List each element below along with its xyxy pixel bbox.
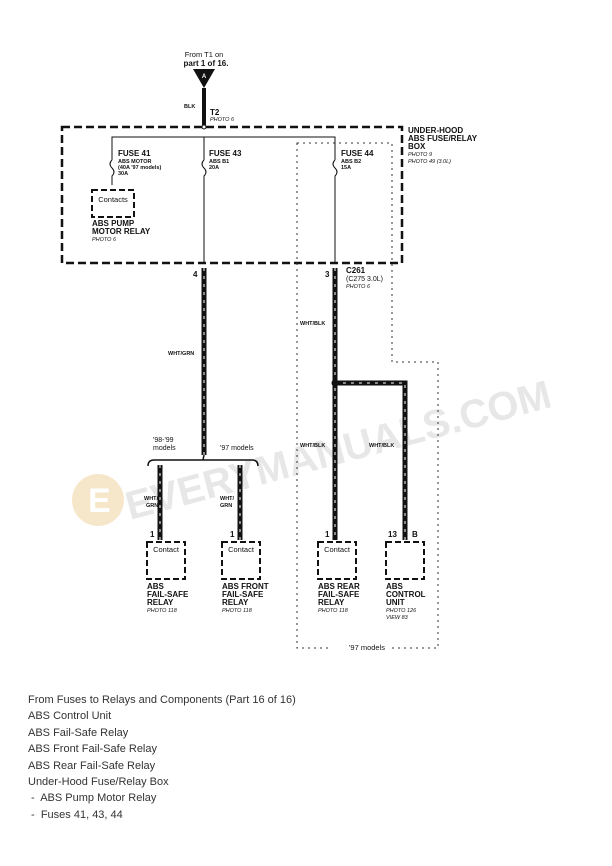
svg-text:ABS FRONT: ABS FRONT xyxy=(222,582,269,591)
svg-text:Contact: Contact xyxy=(228,545,255,554)
abs-control-unit: 13 B ABS CONTROL UNIT PHOTO 126 VIEW 83 xyxy=(385,530,426,621)
wire-color: GRN xyxy=(220,503,232,509)
svg-text:20A: 20A xyxy=(209,165,219,171)
connector-label: C261 xyxy=(346,266,366,275)
caption-item: ABS Front Fail-Safe Relay xyxy=(28,743,157,756)
abs-front-fail-safe-relay: 1 Contact ABS FRONT FAIL-SAFE RELAY PHOT… xyxy=(221,530,269,614)
models-label: '97 models xyxy=(349,643,385,652)
connector-alt: (C275 3.0L) xyxy=(346,276,383,283)
fuse-41: FUSE 41 ABS MOTOR (40A '97 models) 30A xyxy=(109,149,161,185)
source-label: From T1 on xyxy=(185,50,224,59)
svg-text:RELAY: RELAY xyxy=(147,598,174,607)
svg-text:FUSE 44: FUSE 44 xyxy=(341,149,374,158)
wire-color: WHT/GRN xyxy=(168,351,194,357)
svg-text:Contact: Contact xyxy=(324,545,351,554)
svg-text:PHOTO 126: PHOTO 126 xyxy=(386,608,417,614)
wire-color: BLK xyxy=(184,104,195,110)
wiring-diagram: E EVERYMANUALS.COM From T1 on part 1 of … xyxy=(60,50,556,652)
svg-text:ABS: ABS xyxy=(386,582,404,591)
svg-text:RELAY: RELAY xyxy=(318,598,345,607)
svg-text:PHOTO 6: PHOTO 6 xyxy=(92,237,117,243)
watermark: E EVERYMANUALS.COM xyxy=(72,373,556,529)
svg-text:VIEW 83: VIEW 83 xyxy=(386,615,409,621)
box-photo: PHOTO 9 xyxy=(408,152,432,158)
connector-a-icon xyxy=(193,69,215,88)
svg-text:FUSE 41: FUSE 41 xyxy=(118,149,151,158)
box-title: ABS FUSE/RELAY xyxy=(408,134,478,143)
fuse-43: FUSE 43 ABS B1 20A xyxy=(201,149,242,262)
svg-text:EVERYMANUALS.COM: EVERYMANUALS.COM xyxy=(121,373,556,529)
box-title: BOX xyxy=(408,142,426,151)
terminal-photo: PHOTO 6 xyxy=(210,117,235,123)
fuse-box-outline xyxy=(60,125,404,265)
svg-text:ABS B2: ABS B2 xyxy=(341,159,361,165)
wire-color: GRN xyxy=(146,503,158,509)
svg-text:ABS REAR: ABS REAR xyxy=(318,582,360,591)
svg-text:30A: 30A xyxy=(118,171,128,177)
abs-rear-fail-safe-relay: 1 Contact ABS REAR FAIL-SAFE RELAY PHOTO… xyxy=(317,530,360,614)
svg-text:FAIL-SAFE: FAIL-SAFE xyxy=(147,590,189,599)
svg-text:PHOTO 118: PHOTO 118 xyxy=(147,608,178,614)
caption-title: From Fuses to Relays and Components (Par… xyxy=(28,694,296,706)
caption-item: ABS Rear Fail-Safe Relay xyxy=(28,759,156,772)
svg-text:13: 13 xyxy=(388,530,397,539)
pin-label: 3 xyxy=(325,270,330,279)
svg-text:B: B xyxy=(412,530,418,539)
svg-text:ABS PUMP: ABS PUMP xyxy=(92,219,135,228)
wire-color: WHT/BLK xyxy=(300,443,325,449)
97-models-region xyxy=(296,142,439,649)
svg-text:(40A '97 models): (40A '97 models) xyxy=(118,165,161,171)
model-bracket xyxy=(147,454,259,467)
wire-color: WHT/ xyxy=(144,496,159,502)
connector-a-label: A xyxy=(202,74,207,80)
caption-item: - Fuses 41, 43, 44 xyxy=(28,808,123,821)
models-label: '97 models xyxy=(220,445,254,452)
svg-text:ABS MOTOR: ABS MOTOR xyxy=(118,159,152,165)
svg-text:FAIL-SAFE: FAIL-SAFE xyxy=(318,590,360,599)
svg-text:FUSE 43: FUSE 43 xyxy=(209,149,242,158)
caption-item: ABS Fail-Safe Relay xyxy=(28,726,129,739)
svg-text:1: 1 xyxy=(150,530,155,539)
svg-text:15A: 15A xyxy=(341,165,351,171)
svg-text:FAIL-SAFE: FAIL-SAFE xyxy=(222,590,264,599)
abs-pump-motor-relay: Contacts ABS PUMP MOTOR RELAY PHOTO 6 xyxy=(91,189,151,243)
box-title: UNDER-HOOD xyxy=(408,126,463,135)
wire-color: WHT/BLK xyxy=(300,321,325,327)
svg-text:RELAY: RELAY xyxy=(222,598,249,607)
caption-item: Under-Hood Fuse/Relay Box xyxy=(28,776,169,789)
wire-color: WHT/BLK xyxy=(369,443,394,449)
models-label: '98-'99 xyxy=(153,437,174,444)
terminal-label: T2 xyxy=(210,108,220,117)
caption-item: - ABS Pump Motor Relay xyxy=(28,792,157,805)
pin-label: 4 xyxy=(193,270,198,279)
svg-text:ABS B1: ABS B1 xyxy=(209,159,229,165)
source-part: part 1 of 16. xyxy=(184,59,229,68)
wire-color: WHT/ xyxy=(220,496,235,502)
svg-text:CONTROL: CONTROL xyxy=(386,590,426,599)
models-label: models xyxy=(153,445,176,452)
box-photo: PHOTO 49 (3.0L) xyxy=(408,159,451,165)
svg-text:UNIT: UNIT xyxy=(386,598,405,607)
connector-photo: PHOTO 6 xyxy=(346,284,371,290)
caption-item: ABS Control Unit xyxy=(28,710,112,723)
svg-text:ABS: ABS xyxy=(147,582,165,591)
svg-text:1: 1 xyxy=(325,530,330,539)
fuse-44: FUSE 44 ABS B2 15A xyxy=(332,149,374,262)
svg-text:Contact: Contact xyxy=(153,545,180,554)
svg-text:PHOTO 118: PHOTO 118 xyxy=(222,608,253,614)
svg-text:MOTOR RELAY: MOTOR RELAY xyxy=(92,227,151,236)
svg-text:PHOTO 118: PHOTO 118 xyxy=(318,608,349,614)
abs-fail-safe-relay: 1 Contact ABS FAIL-SAFE RELAY PHOTO 118 xyxy=(146,530,189,614)
caption: From Fuses to Relays and Components (Par… xyxy=(28,692,296,823)
svg-text:E: E xyxy=(88,482,111,520)
svg-text:1: 1 xyxy=(230,530,235,539)
svg-text:Contacts: Contacts xyxy=(98,195,128,204)
